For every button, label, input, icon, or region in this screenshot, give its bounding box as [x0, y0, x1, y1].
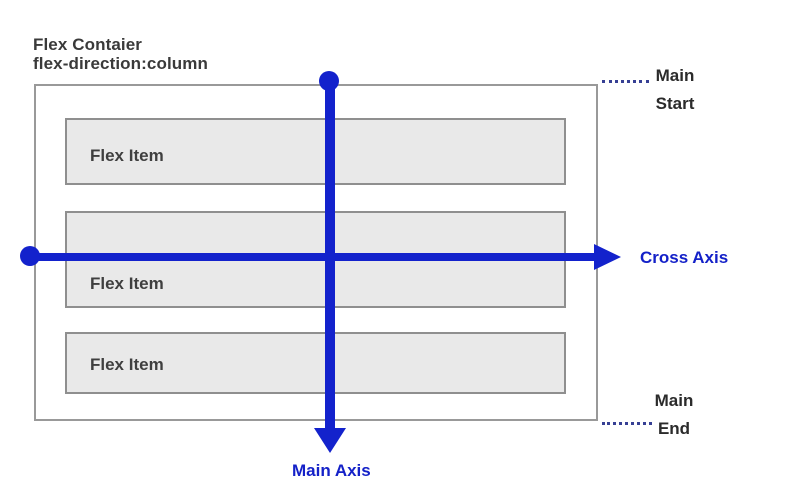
main-start-label: Main Start: [643, 62, 707, 118]
main-end-label: Main End: [642, 387, 706, 443]
diagram-title: Flex Contaier flex-direction:column: [33, 35, 208, 73]
main-end-dotted-line: [602, 422, 652, 425]
main-start-label-line1: Main: [655, 66, 695, 85]
flex-item-label: Flex Item: [90, 355, 164, 374]
arrow-down-icon: [314, 428, 346, 453]
cross-axis-line: [30, 253, 596, 261]
diagram-title-line1: Flex Contaier: [33, 35, 142, 54]
main-start-label-line2: Start: [655, 94, 695, 113]
main-axis-line: [325, 80, 335, 430]
main-end-label-line1: Main: [654, 391, 694, 410]
flex-item-label: Flex Item: [90, 274, 164, 293]
cross-axis-start-dot-icon: [20, 246, 40, 266]
main-end-label-line2: End: [657, 419, 691, 438]
arrow-right-icon: [594, 244, 621, 270]
diagram-title-line2: flex-direction:column: [33, 54, 208, 73]
flex-item-label: Flex Item: [90, 146, 164, 165]
cross-axis-label: Cross Axis: [640, 248, 729, 267]
main-axis-label: Main Axis: [292, 461, 371, 480]
flex-item: Flex Item: [65, 118, 566, 185]
main-start-dotted-line: [602, 80, 649, 83]
flex-item: Flex Item: [65, 332, 566, 394]
main-axis-start-dot-icon: [319, 71, 339, 91]
